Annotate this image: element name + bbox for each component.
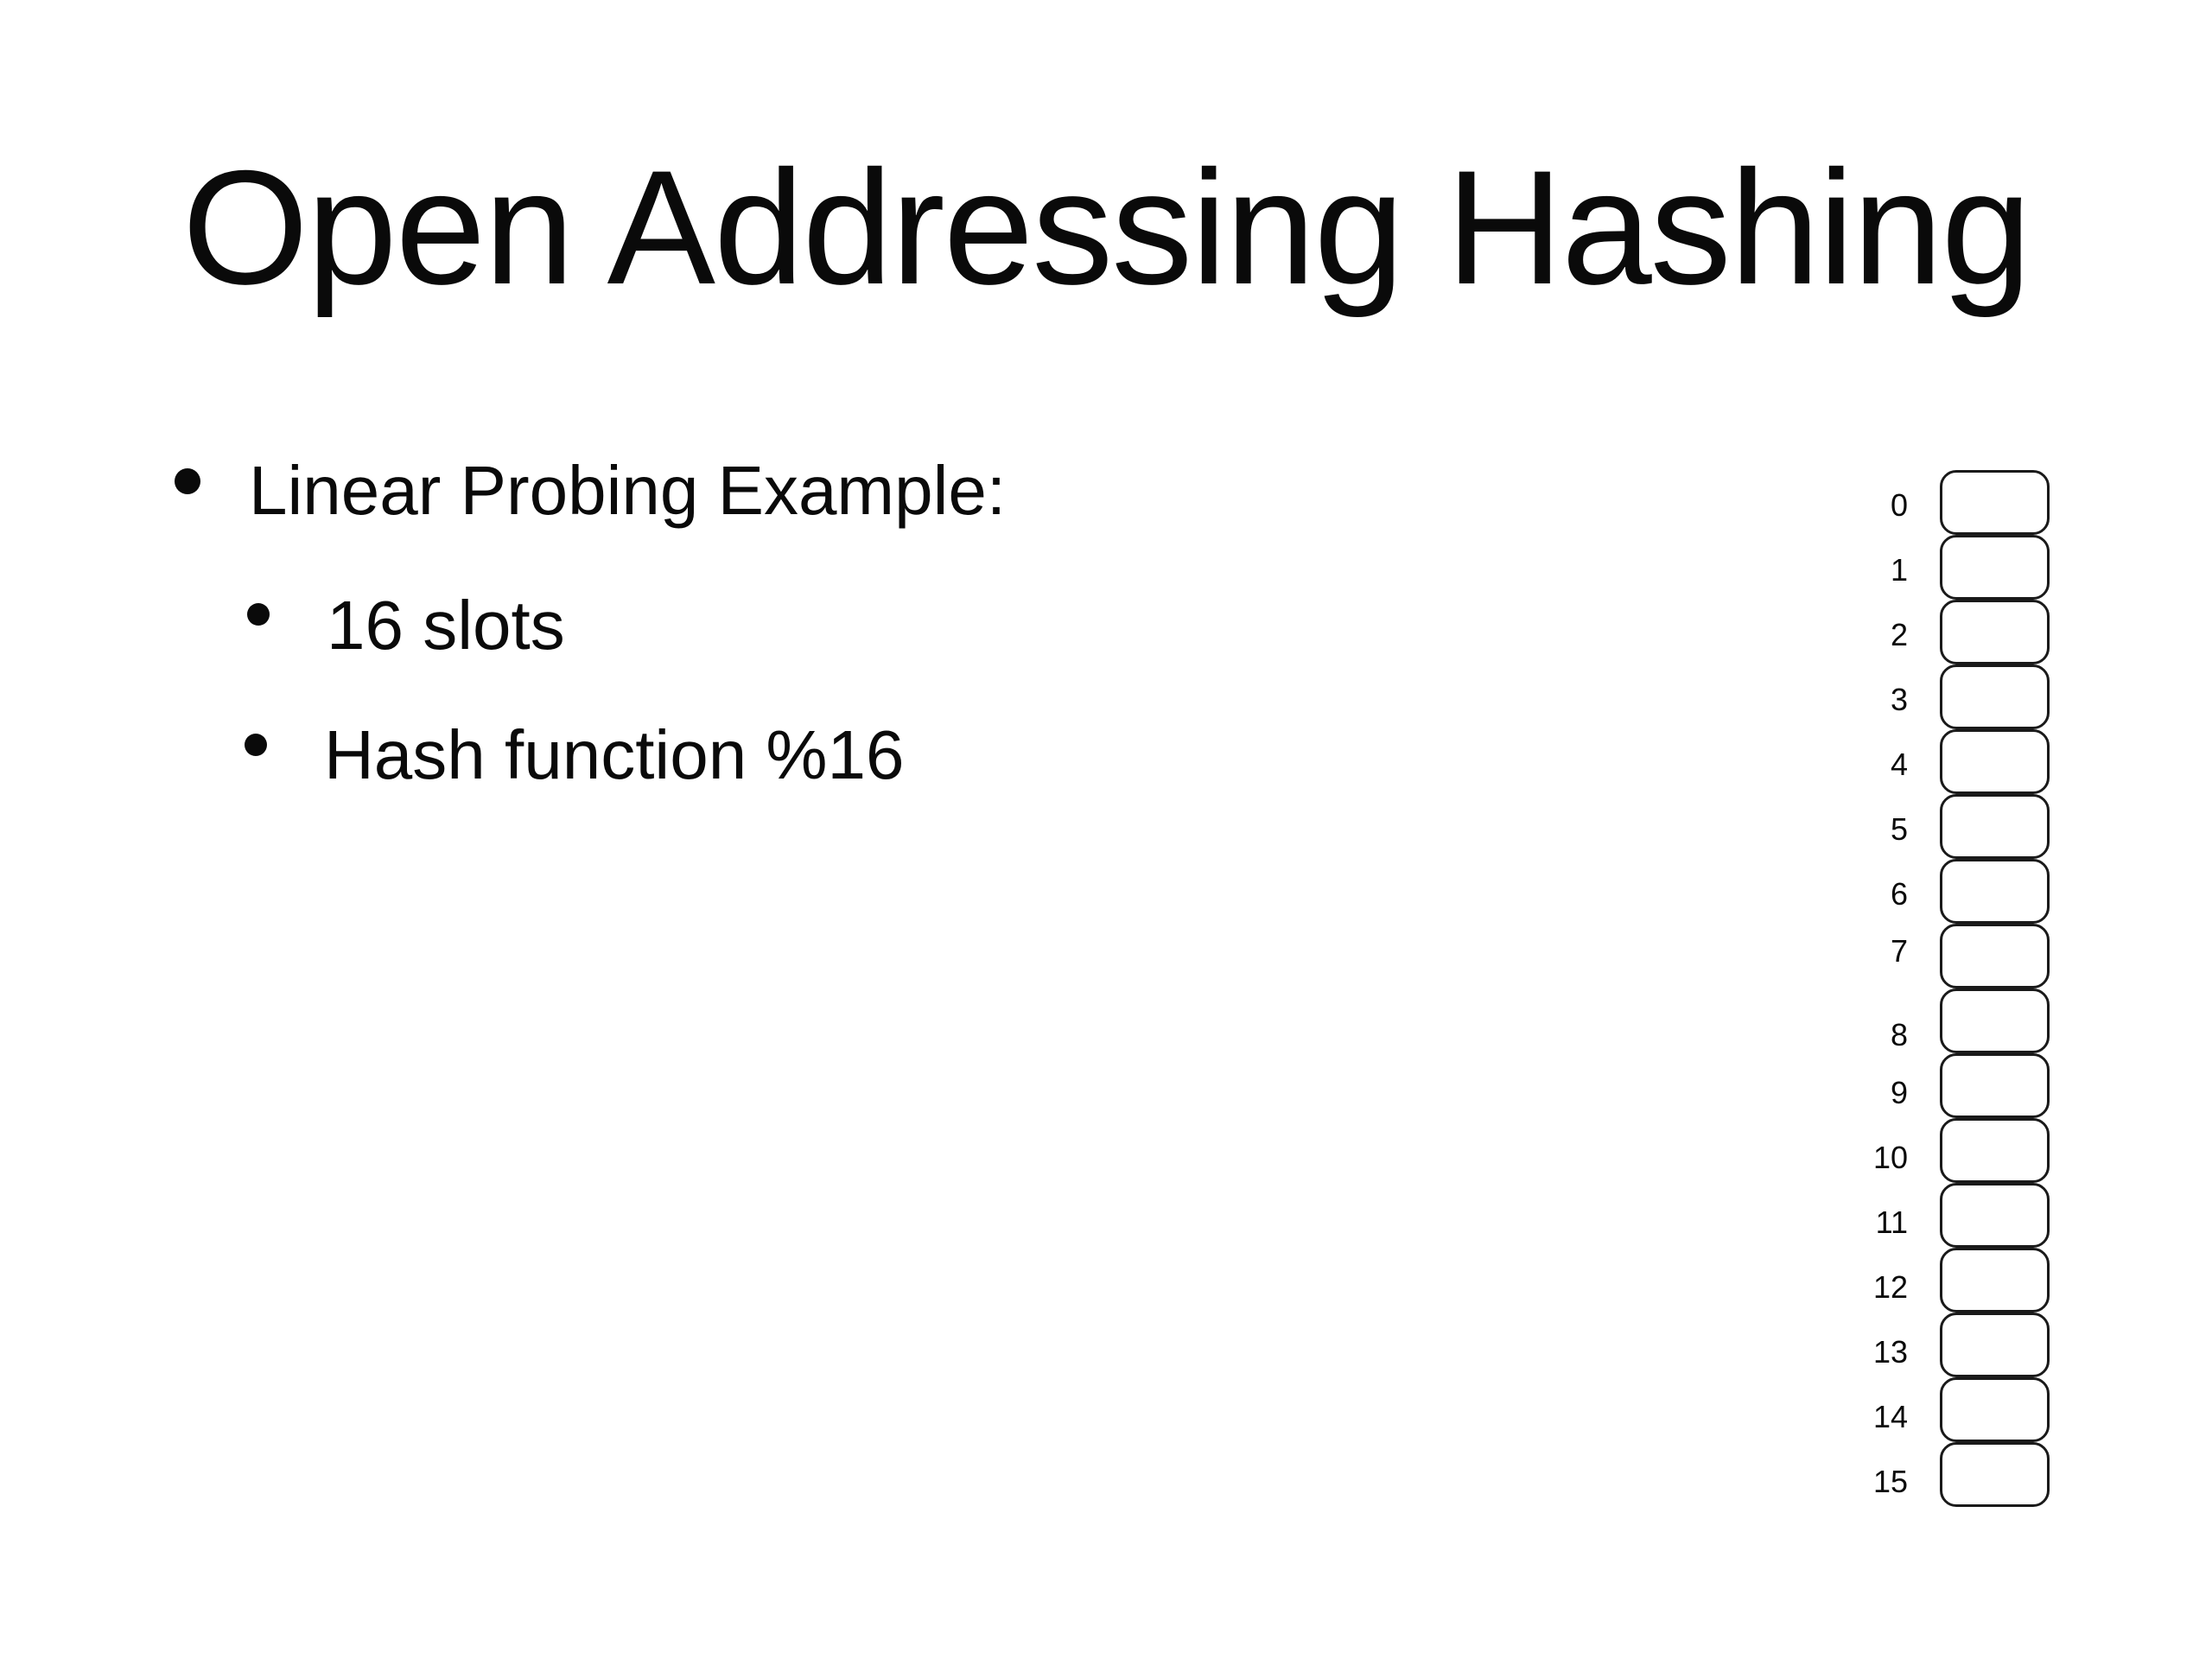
slot-index-label: 10 bbox=[1872, 1140, 1908, 1175]
slot-index-label: 9 bbox=[1890, 1075, 1908, 1110]
hash-table-slot bbox=[1940, 1053, 2050, 1118]
hash-table-slot bbox=[1940, 1248, 2050, 1313]
slot-index-label: 6 bbox=[1890, 876, 1908, 912]
slot-index-label: 14 bbox=[1872, 1399, 1908, 1434]
hash-table-slot bbox=[1940, 924, 2050, 988]
slot-column bbox=[1940, 470, 2050, 1507]
bullet-dot-icon bbox=[175, 468, 200, 494]
hash-table-slot bbox=[1940, 1118, 2050, 1183]
slot-index-label: 8 bbox=[1890, 1017, 1908, 1052]
slot-index-label: 12 bbox=[1872, 1269, 1908, 1305]
slot-index-label: 0 bbox=[1890, 487, 1908, 523]
bullet-dot-icon bbox=[247, 603, 270, 626]
slot-index-label: 5 bbox=[1890, 811, 1908, 847]
slot-index-label: 1 bbox=[1890, 552, 1908, 588]
slot-index-label: 15 bbox=[1872, 1464, 1908, 1499]
hash-table-slot bbox=[1940, 664, 2050, 729]
slot-index-label: 2 bbox=[1890, 617, 1908, 652]
page-title: Open Addressing Hashing bbox=[181, 137, 2031, 318]
hash-table-slot bbox=[1940, 988, 2050, 1053]
hash-table-slot bbox=[1940, 1377, 2050, 1442]
slot-index-column: 0 1 2 3 4 5 6 7 8 9 10 11 12 13 14 15 bbox=[1832, 470, 1908, 1507]
hash-table-slot bbox=[1940, 1442, 2050, 1507]
slot-index-label: 3 bbox=[1890, 682, 1908, 717]
hash-table-slot bbox=[1940, 535, 2050, 600]
hash-table-slot bbox=[1940, 794, 2050, 859]
bullet-label: Hash function %16 bbox=[324, 716, 905, 793]
slot-index-label: 7 bbox=[1890, 933, 1908, 969]
hash-table-slot bbox=[1940, 1183, 2050, 1248]
hash-table-slot bbox=[1940, 600, 2050, 664]
bullet-item: Hash function %16 bbox=[0, 721, 1555, 816]
slot-index-label: 13 bbox=[1872, 1334, 1908, 1370]
hash-table-slot bbox=[1940, 729, 2050, 794]
bullet-item: 16 slots bbox=[0, 591, 1555, 686]
bullet-label: 16 slots bbox=[327, 587, 565, 664]
hash-table-slot bbox=[1940, 1313, 2050, 1377]
bullet-dot-icon bbox=[245, 734, 267, 756]
slot-index-label: 11 bbox=[1875, 1205, 1908, 1240]
hash-table-slot bbox=[1940, 470, 2050, 535]
bullet-item: Linear Probing Example: bbox=[0, 456, 1555, 551]
bullet-label: Linear Probing Example: bbox=[249, 452, 1007, 529]
hash-table-slot bbox=[1940, 859, 2050, 924]
slot-index-label: 4 bbox=[1890, 747, 1908, 782]
